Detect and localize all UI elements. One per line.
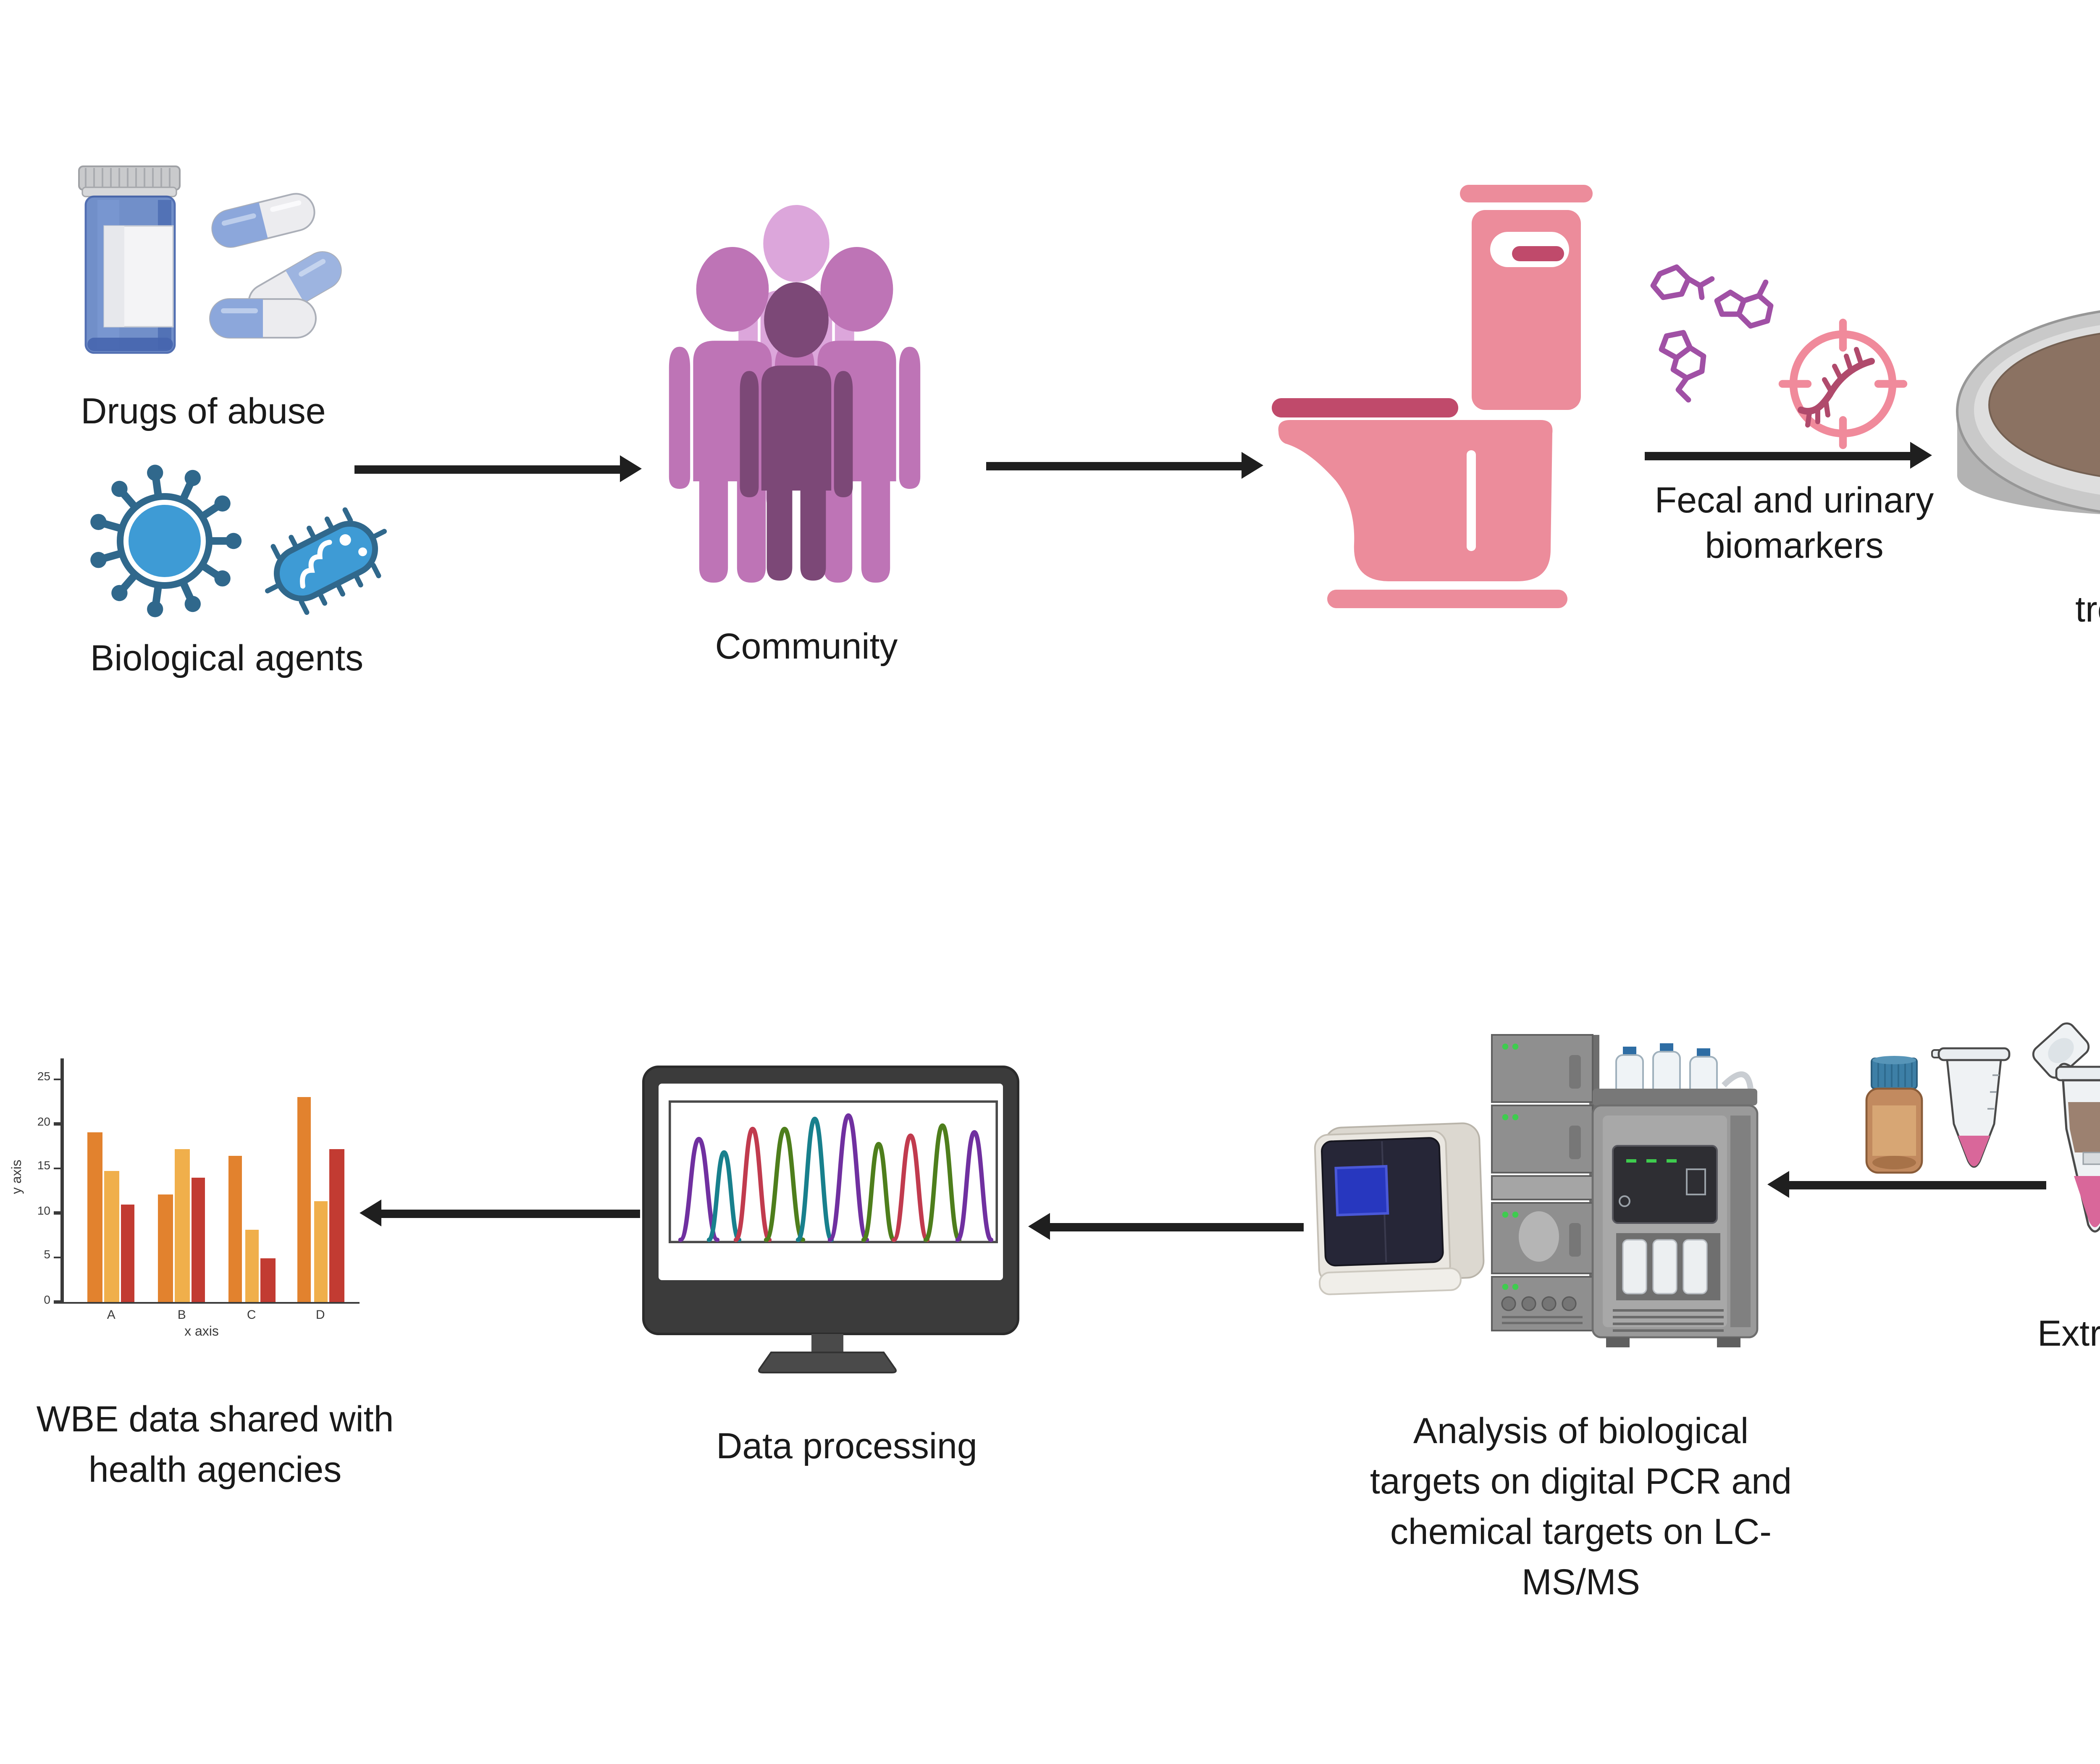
- digital-pcr-icon: [1314, 1122, 1485, 1295]
- monitor-icon: [642, 1066, 1019, 1373]
- x-category-label: D: [315, 1307, 325, 1322]
- bar-B-orange: [158, 1195, 173, 1302]
- x-axis-line: [60, 1301, 360, 1304]
- x-category-label: B: [177, 1307, 186, 1322]
- analysis-label-line1: Analysis of biological: [1413, 1411, 1749, 1452]
- y-tick-label: 0: [44, 1295, 50, 1307]
- x-category-label: A: [107, 1307, 116, 1322]
- chromatogram-peak: [678, 1137, 720, 1242]
- rna-target-crosshair-icon: [1778, 318, 1908, 449]
- y-tick-label: 25: [37, 1072, 50, 1084]
- amber-vial-icon: [1865, 1056, 1923, 1174]
- biological-agents-label: Biological agents: [90, 638, 364, 679]
- wbe-label-line1: WBE data shared with: [36, 1399, 394, 1440]
- arrow-analysis-to-processing: [1050, 1223, 1304, 1231]
- x-category-label: C: [247, 1307, 256, 1322]
- extraction-label-line2: from wastewater: [2008, 1362, 2100, 1408]
- arrow-processing-to-wbe: [381, 1210, 640, 1217]
- y-axis-line: [60, 1058, 63, 1304]
- biomarkers-label-line2: biomarkers: [1705, 526, 1884, 566]
- bar-A-red: [120, 1204, 135, 1302]
- chromatogram-peak: [827, 1113, 869, 1242]
- chromatogram-peak: [861, 1142, 896, 1242]
- extraction-label-line1: Extraction of target analytes: [2037, 1314, 2100, 1354]
- community-label: Community: [715, 627, 898, 667]
- toilet-icon: [1272, 185, 1593, 608]
- capsules-icon: [209, 193, 342, 339]
- analysis-label-line2: targets on digital PCR and: [1370, 1462, 1792, 1502]
- community-people-icon: [669, 205, 921, 583]
- bar-C-amber: [244, 1229, 260, 1302]
- chromatogram-peak: [764, 1126, 806, 1242]
- chromatogram-peak: [706, 1150, 742, 1242]
- y-tick-label: 20: [37, 1117, 50, 1129]
- virus-icon: [90, 465, 242, 617]
- wwtp-label-line1: Wastewater: [1994, 544, 2100, 590]
- arrow-extraction-to-analysis: [1789, 1181, 2046, 1189]
- bar-D-orange: [297, 1097, 312, 1302]
- y-tick-mark: [54, 1078, 62, 1081]
- data-processing-label: Data processing: [716, 1426, 977, 1467]
- chromatogram-plot: [668, 1100, 998, 1243]
- y-tick-label: 5: [44, 1250, 50, 1263]
- y-tick-mark: [54, 1256, 62, 1259]
- wwtp-label-line2: treatment plant: [2075, 590, 2100, 630]
- arrow-sources-to-community: [354, 465, 620, 473]
- arrow-community-to-toilet: [986, 462, 1242, 470]
- y-tick-mark: [54, 1301, 62, 1303]
- x-axis-title: x axis: [184, 1324, 219, 1339]
- drugs-of-abuse-label: Drugs of abuse: [81, 391, 326, 432]
- analysis-label-line4: MS/MS: [1522, 1562, 1640, 1603]
- lc-ms-ms-icon: [1491, 1034, 1599, 1331]
- microcentrifuge-tube-icon: [1931, 1047, 2011, 1168]
- bar-B-amber: [175, 1149, 190, 1302]
- pill-bottle-icon: [78, 165, 181, 354]
- wbe-label-line2: health agencies: [88, 1450, 342, 1490]
- bar-D-amber: [313, 1201, 328, 1302]
- magnifier-dash-lines: [2093, 1018, 2100, 1186]
- chromatogram-peak: [733, 1126, 772, 1242]
- y-tick-mark: [54, 1167, 62, 1170]
- biomarkers-label-line1: Fecal and urinary: [1654, 480, 1934, 521]
- bar-A-orange: [87, 1133, 102, 1302]
- arrow-toilet-to-wwtp: [1645, 452, 1910, 459]
- bar-C-orange: [228, 1156, 243, 1302]
- y-tick-mark: [54, 1212, 62, 1214]
- chromatogram-peak: [923, 1123, 962, 1242]
- chromatogram-peak: [955, 1130, 994, 1242]
- bar-A-amber: [104, 1171, 119, 1302]
- y-tick-mark: [54, 1123, 62, 1125]
- wastewater-tank-icon: [1956, 310, 2100, 514]
- bacteria-icon: [265, 507, 387, 615]
- biomarker-molecules-icon: [1650, 264, 1774, 403]
- y-tick-label: 10: [37, 1206, 50, 1218]
- bar-B-red: [191, 1178, 206, 1302]
- y-tick-label: 15: [37, 1161, 50, 1173]
- bar-C-red: [260, 1258, 276, 1302]
- chromatogram-peak: [891, 1133, 930, 1242]
- ms-tower-icon: [1591, 1043, 1759, 1347]
- open-sample-tube-icon: [2032, 1022, 2100, 1233]
- chromatogram-peak: [795, 1116, 834, 1242]
- analysis-label-line3: chemical targets on LC-: [1390, 1512, 1772, 1552]
- bar-D-red: [329, 1149, 344, 1302]
